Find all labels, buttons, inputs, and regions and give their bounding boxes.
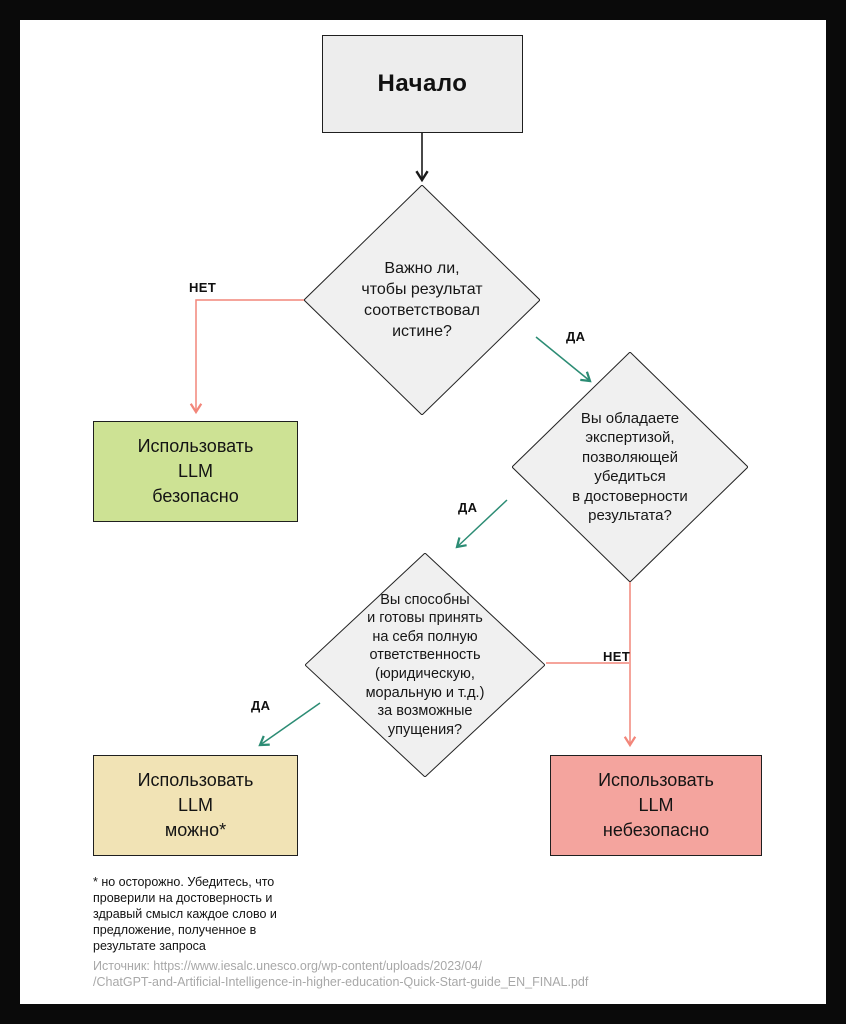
- start-node: Начало: [322, 35, 523, 133]
- edge-label-no-d3: НЕТ: [603, 649, 631, 664]
- decision-expertise-text: Вы обладаете экспертизой, позволяющей уб…: [572, 409, 688, 525]
- edge-label-yes-d2: ДА: [458, 500, 478, 515]
- edge-d1-no-to-safe: [189, 299, 304, 415]
- result-unsafe-text: Использовать LLM небезопасно: [598, 770, 714, 840]
- decision-truth-diamond: Важно ли, чтобы результат соответствовал…: [304, 185, 540, 415]
- result-ok-box: Использовать LLM можно*: [93, 755, 298, 856]
- start-node-label: Начало: [377, 70, 468, 97]
- decision-responsibility-text: Вы способны и готовы принять на себя пол…: [365, 591, 485, 738]
- edge-d1-yes-to-d2: [535, 336, 592, 383]
- edge-label-yes-d1: ДА: [566, 329, 586, 344]
- decision-truth-text: Важно ли, чтобы результат соответствовал…: [361, 259, 483, 341]
- source-text: Источник: https://www.iesalc.unesco.org/…: [93, 959, 589, 990]
- result-safe-text: Использовать LLM безопасно: [137, 436, 254, 506]
- edge-d3-yes-to-ok: [258, 702, 321, 747]
- result-safe-box: Использовать LLM безопасно: [93, 421, 298, 522]
- result-ok-text: Использовать LLM можно*: [137, 770, 254, 840]
- decision-expertise-diamond: Вы обладаете экспертизой, позволяющей уб…: [512, 352, 748, 582]
- edge-d2-yes-to-d3: [455, 499, 508, 549]
- result-unsafe-box: Использовать LLM небезопасно: [550, 755, 762, 856]
- decision-responsibility-diamond: Вы способны и готовы принять на себя пол…: [305, 553, 545, 777]
- edge-label-yes-d3: ДА: [251, 698, 271, 713]
- diamond-shape: [304, 185, 540, 415]
- diamond-shape: [305, 553, 545, 777]
- footnote-text: * но осторожно. Убедитесь, что проверили…: [93, 875, 277, 953]
- edge-label-no-d1: НЕТ: [189, 280, 217, 295]
- diamond-shape: [512, 352, 748, 582]
